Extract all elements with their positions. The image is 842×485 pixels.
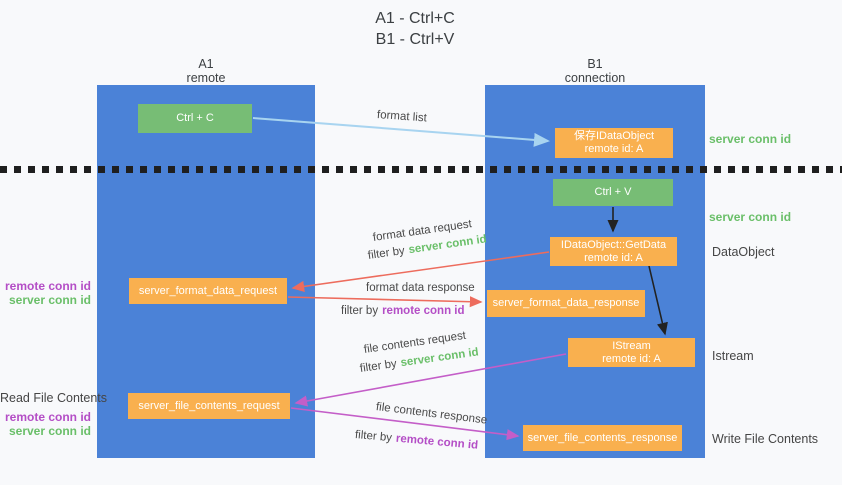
filter-by-text: filter by xyxy=(359,357,398,375)
label-server-conn-id-mid: server conn id xyxy=(709,210,792,224)
node-server-file-contents-request: server_file_contents_request xyxy=(128,393,290,419)
node-server-format-data-response: server_format_data_response xyxy=(487,290,645,317)
lane-b1-name: B1 xyxy=(587,57,603,71)
lane-a1-sub: remote xyxy=(186,71,226,85)
node-ctrl-c: Ctrl + C xyxy=(138,104,252,133)
label-server-conn-id-left2: server conn id xyxy=(8,424,91,438)
filter-by-text: filter by xyxy=(341,305,379,317)
label-server-conn-id-top: server conn id xyxy=(709,132,792,146)
label-format-list: format list xyxy=(376,109,428,125)
label-read-file-contents: Read File Contents xyxy=(0,391,108,405)
node-file-request-label: server_file_contents_request xyxy=(138,399,280,412)
label-file-contents-response: file contents response xyxy=(375,401,488,427)
title-line-2: B1 - Ctrl+V xyxy=(375,31,455,48)
dotted-divider-line xyxy=(0,166,842,173)
title-line-1: A1 - Ctrl+C xyxy=(375,10,455,27)
label-write-file-contents: Write File Contents xyxy=(712,432,819,446)
label-remote-conn-id-left2: remote conn id xyxy=(4,410,91,424)
remote-conn-id-text: remote conn id xyxy=(382,305,465,317)
lane-a1-name: A1 xyxy=(198,57,214,71)
node-getdata-line1: IDataObject::GetData xyxy=(560,238,667,251)
lane-b1-sub: connection xyxy=(564,71,626,85)
filter-by-text: filter by xyxy=(367,244,406,262)
node-save-idataobject: 保存IDataObject remote id: A xyxy=(555,128,673,158)
node-idataobject-getdata: IDataObject::GetData remote id: A xyxy=(550,237,677,266)
node-file-response-label: server_file_contents_response xyxy=(527,431,678,444)
node-getdata-line2: remote id: A xyxy=(584,251,643,264)
label-istream: Istream xyxy=(712,349,754,363)
node-ctrl-c-label: Ctrl + C xyxy=(176,112,214,124)
node-istream-line1: IStream xyxy=(612,339,651,352)
label-dataobject: DataObject xyxy=(712,245,775,259)
filter-by-text: filter by xyxy=(354,429,393,445)
label-remote-conn-id-left1: remote conn id xyxy=(4,279,91,293)
node-server-file-contents-response: server_file_contents_response xyxy=(523,425,682,451)
node-format-request-label: server_format_data_request xyxy=(138,284,278,297)
lane-header-a1: A1 remote xyxy=(96,57,316,85)
node-server-format-data-request: server_format_data_request xyxy=(129,278,287,304)
node-save-idataobject-line2: remote id: A xyxy=(584,143,644,155)
arrow-format-request-to-response xyxy=(287,296,483,308)
remote-conn-id-text: remote conn id xyxy=(395,432,479,452)
diagram-title: A1 - Ctrl+C B1 - Ctrl+V xyxy=(300,8,530,50)
node-istream: IStream remote id: A xyxy=(568,338,695,367)
label-server-conn-id-left1: server conn id xyxy=(8,293,91,307)
lane-header-b1: B1 connection xyxy=(485,57,705,85)
node-ctrl-v-label: Ctrl + V xyxy=(594,186,632,198)
server-conn-id-text: server conn id xyxy=(399,346,480,370)
label-format-data-response: format data response xyxy=(366,282,475,294)
node-format-response-label: server_format_data_response xyxy=(492,297,640,309)
node-istream-line2: remote id: A xyxy=(602,352,661,365)
node-save-idataobject-line1: 保存IDataObject xyxy=(573,130,655,142)
node-ctrl-v: Ctrl + V xyxy=(553,179,673,206)
